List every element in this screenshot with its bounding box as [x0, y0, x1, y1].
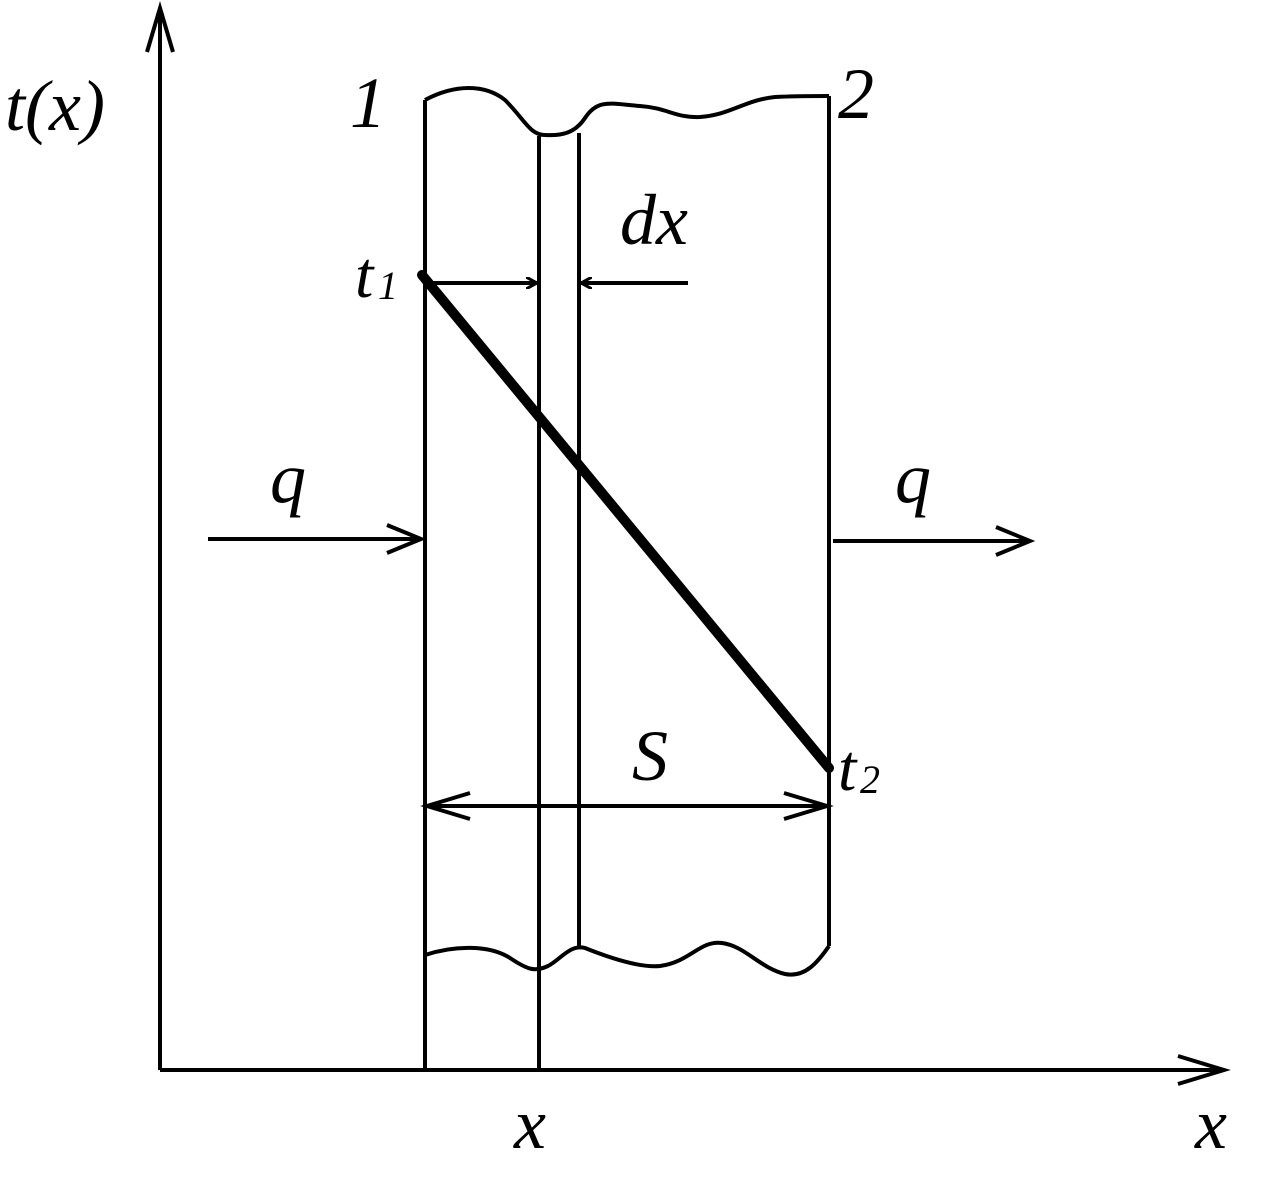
thickness-label: S [632, 716, 668, 796]
surface-2-label: 2 [838, 54, 874, 134]
t1-label-main: t [355, 239, 375, 312]
heat-flux-in-arrow [208, 523, 427, 555]
t2-label-main: t [838, 732, 858, 805]
temperature-profile-line [417, 270, 834, 773]
surface-1-label: 1 [350, 63, 386, 143]
flux-in-label: q [270, 438, 306, 518]
t2-label-subscript: 2 [860, 757, 880, 802]
layer-width-label: dx [620, 180, 688, 260]
wall-top-break [424, 86, 830, 138]
y-axis [145, 0, 175, 1070]
thickness-dimension-arrow [420, 791, 834, 821]
x-axis [160, 1054, 1231, 1086]
heat-flux-out-arrow [833, 525, 1036, 557]
x-axis-label: x [1194, 1084, 1227, 1164]
t2-label: t 2 [838, 732, 880, 805]
t1-label-subscript: 1 [378, 263, 398, 308]
t1-label: t 1 [355, 239, 398, 312]
wall-bottom-break [424, 940, 831, 977]
elementary-layer [537, 133, 581, 1070]
y-axis-label: t(x) [5, 66, 105, 146]
flux-out-label: q [895, 438, 931, 518]
x-position-label: x [513, 1084, 546, 1164]
